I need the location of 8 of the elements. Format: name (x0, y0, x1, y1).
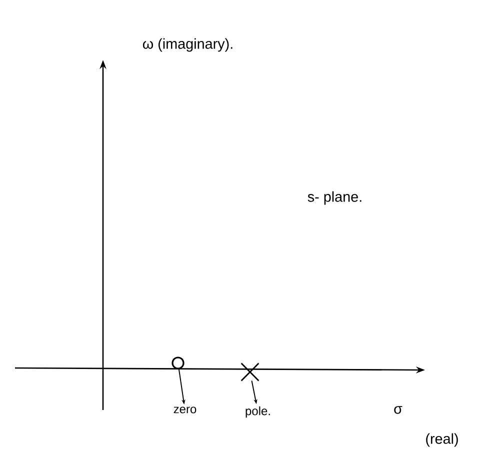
pole-marker (240, 362, 260, 382)
zero-marker (172, 356, 184, 370)
axis-label: σ (394, 406, 402, 414)
node-label: pole. (246, 406, 270, 418)
axis-label: s- plane. (308, 191, 362, 205)
axis-label: ω (imaginary). (142, 38, 232, 52)
node-label: zero (174, 406, 196, 414)
axis-label: (real) (426, 433, 458, 447)
